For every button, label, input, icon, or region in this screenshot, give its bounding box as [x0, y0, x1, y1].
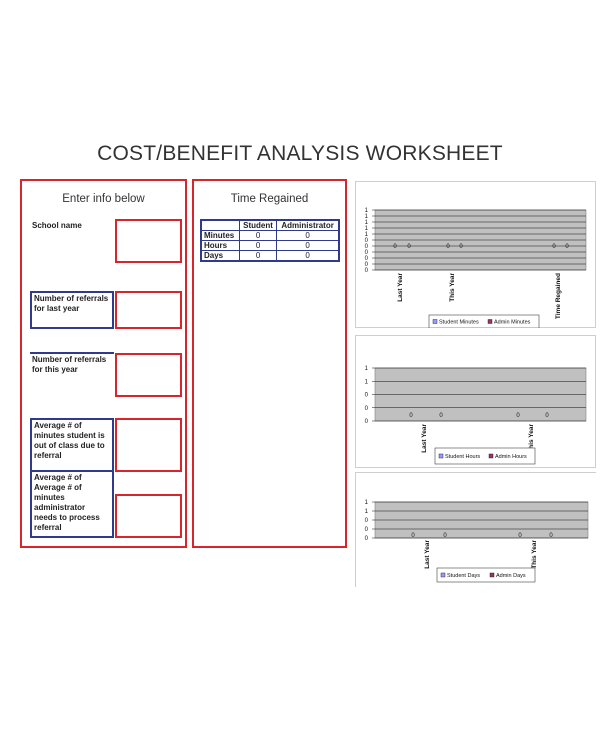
data-label: 0 — [549, 533, 553, 539]
student-value: 0 — [238, 250, 278, 262]
time-regained-panel: Time Regained — [192, 179, 347, 548]
legend — [434, 447, 536, 465]
row-label: Minutes — [200, 230, 240, 241]
student-minutes-input[interactable] — [115, 418, 182, 472]
legend-swatch — [440, 572, 446, 578]
y-tick-label: 1 — [365, 379, 369, 385]
referrals-last-year-label: Number of referrals for last year — [30, 291, 114, 329]
y-tick-label: 1 — [365, 226, 369, 232]
table-row: Hours 0 0 — [200, 240, 340, 251]
row-label: Hours — [200, 240, 240, 251]
table-row: Days 0 0 — [200, 250, 340, 262]
time-regained-table: Student Administrator Minutes 0 0 Hours … — [200, 219, 340, 262]
table-header-cell: Student — [238, 219, 278, 231]
y-tick-label: 0 — [365, 244, 369, 250]
legend-swatch — [432, 319, 438, 324]
data-label: 0 — [409, 413, 413, 419]
data-label: 0 — [565, 244, 569, 250]
category-label: This Year — [531, 540, 538, 569]
admin-minutes-input[interactable] — [115, 494, 182, 538]
referrals-this-year-input[interactable] — [115, 353, 182, 397]
referrals-this-year-label: Number of referrals for this year — [30, 352, 114, 376]
student-value: 0 — [238, 240, 278, 251]
admin-value: 0 — [276, 250, 340, 262]
category-label: Last Year — [397, 273, 404, 302]
legend — [436, 567, 536, 583]
student-value: 0 — [238, 230, 278, 241]
enter-info-panel: Enter info below — [20, 179, 187, 548]
student-minutes-label: Average # of minutes student is out of c… — [30, 418, 114, 472]
category-label: Time Regained — [555, 273, 562, 319]
y-tick-label: 0 — [365, 406, 369, 412]
legend-label: Student Minutes — [439, 320, 479, 326]
y-tick-label: 0 — [365, 268, 369, 274]
y-tick-label: 0 — [365, 518, 369, 524]
category-label: This Year — [449, 273, 456, 302]
data-label: 0 — [459, 244, 463, 250]
y-tick-label: 1 — [365, 214, 369, 220]
category-label: Last Year — [421, 424, 428, 453]
y-tick-label: 0 — [365, 419, 369, 425]
school-name-label: School name — [32, 221, 82, 230]
data-label: 0 — [407, 244, 411, 250]
y-tick-label: 1 — [365, 500, 369, 506]
legend-label: Admin Days — [496, 573, 526, 579]
table-header-cell — [200, 219, 240, 231]
y-tick-label: 0 — [365, 250, 369, 256]
data-label: 0 — [393, 244, 397, 250]
admin-value: 0 — [276, 230, 340, 241]
data-label: 0 — [411, 533, 415, 539]
referrals-last-year-input[interactable] — [115, 291, 182, 329]
y-tick-label: 0 — [365, 536, 369, 542]
admin-minutes-label: Average # of Average # of minutes admini… — [30, 472, 114, 538]
enter-info-heading: Enter info below — [62, 193, 145, 205]
y-tick-label: 1 — [365, 509, 369, 515]
category-label: Last Year — [424, 540, 431, 569]
y-tick-label: 0 — [365, 262, 369, 268]
y-tick-label: 0 — [365, 527, 369, 533]
data-label: 0 — [443, 533, 447, 539]
y-tick-label: 1 — [365, 220, 369, 226]
y-tick-label: 1 — [365, 232, 369, 238]
category-label: This Year — [528, 424, 535, 453]
legend-swatch — [489, 572, 495, 578]
y-tick-label: 1 — [365, 208, 369, 214]
legend-swatch — [487, 319, 493, 324]
legend-label: Admin Hours — [495, 454, 527, 460]
row-label: Days — [200, 250, 240, 262]
data-label: 0 — [518, 533, 522, 539]
y-tick-label: 0 — [365, 238, 369, 244]
table-header-cell: Administrator — [276, 219, 340, 231]
time-regained-heading: Time Regained — [230, 193, 309, 205]
data-label: 0 — [545, 413, 549, 419]
legend — [428, 314, 540, 328]
legend-swatch — [488, 453, 494, 459]
legend-swatch — [438, 453, 444, 459]
data-label: 0 — [439, 413, 443, 419]
legend-label: Student Days — [447, 573, 480, 579]
y-tick-label: 1 — [365, 366, 369, 372]
page-title: COST/BENEFIT ANALYSIS WORKSHEET — [97, 142, 503, 165]
legend-label: Student Hours — [445, 454, 480, 460]
legend-label: Admin Minutes — [494, 320, 531, 326]
table-header-row: Student Administrator — [200, 219, 340, 231]
data-label: 0 — [516, 413, 520, 419]
data-label: 0 — [552, 244, 556, 250]
y-tick-label: 0 — [365, 393, 369, 399]
admin-value: 0 — [276, 240, 340, 251]
school-name-input[interactable] — [115, 219, 182, 263]
table-row: Minutes 0 0 — [200, 230, 340, 241]
y-tick-label: 0 — [365, 256, 369, 262]
data-label: 0 — [446, 244, 450, 250]
